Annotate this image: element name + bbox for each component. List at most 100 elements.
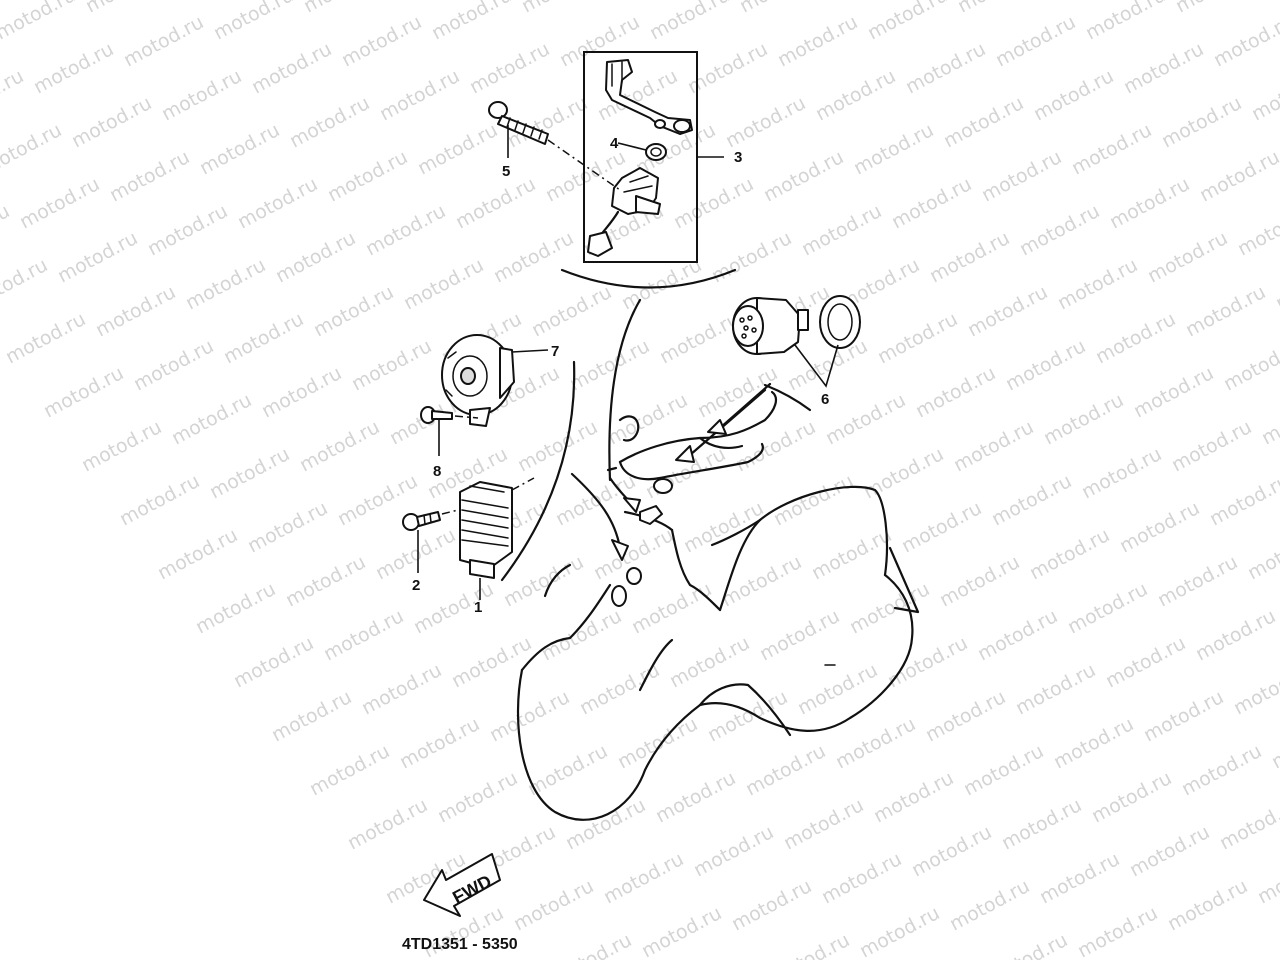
horn-part-7 <box>441 334 549 427</box>
watermark-text: motod.ru <box>258 362 345 422</box>
watermark-text: motod.ru <box>510 875 597 935</box>
watermark-text: motod.ru <box>818 848 905 908</box>
watermark-text: motod.ru <box>448 632 535 692</box>
watermark-text: motod.ru <box>1206 470 1280 530</box>
watermark-text: motod.ru <box>736 0 823 17</box>
arc-lines <box>500 268 812 582</box>
watermark-text: motod.ru <box>1064 578 1151 638</box>
motorcycle-outline <box>516 390 920 821</box>
watermark-text: motod.ru <box>870 767 957 827</box>
watermark-text: motod.ru <box>338 11 425 71</box>
watermark-text: motod.ru <box>68 92 155 152</box>
watermark-text: motod.ru <box>566 335 653 395</box>
watermark-text: motod.ru <box>628 578 715 638</box>
watermark-text: motod.ru <box>856 902 943 960</box>
watermark-text: motod.ru <box>0 200 13 260</box>
watermark-text: motod.ru <box>282 551 369 611</box>
watermark-text: motod.ru <box>1016 200 1103 260</box>
watermark-text: motod.ru <box>614 713 701 773</box>
watermark-text: motod.ru <box>1144 227 1231 287</box>
watermark-text: motod.ru <box>704 686 791 746</box>
watermark-text: motod.ru <box>656 308 743 368</box>
watermark-text: motod.ru <box>1002 335 1089 395</box>
watermark-text: motod.ru <box>718 551 805 611</box>
watermark-text: motod.ru <box>486 686 573 746</box>
watermark-text: motod.ru <box>344 794 431 854</box>
watermark-text: motod.ru <box>196 119 283 179</box>
watermark-text: motod.ru <box>978 146 1065 206</box>
diagram-code: 4TD1351 - 5350 <box>402 936 518 953</box>
watermark-text: motod.ru <box>808 524 895 584</box>
watermark-text: motod.ru <box>1140 686 1227 746</box>
watermark-text: motod.ru <box>358 659 445 719</box>
watermark-text: motod.ru <box>320 605 407 665</box>
watermark-text: motod.ru <box>168 389 255 449</box>
watermark-text: motod.ru <box>992 11 1079 71</box>
watermark-text: motod.ru <box>1178 740 1265 800</box>
watermark-text: motod.ru <box>812 65 899 125</box>
watermark-text: motod.ru <box>452 173 539 233</box>
callout-1: 1 <box>474 599 482 616</box>
watermark-text: motod.ru <box>1258 389 1280 449</box>
watermark-text: motod.ru <box>1092 308 1179 368</box>
watermark-text: motod.ru <box>964 281 1051 341</box>
watermark-text: motod.ru <box>1234 200 1280 260</box>
watermark-text: motod.ru <box>974 605 1061 665</box>
watermark-text: motod.ru <box>1126 821 1213 881</box>
watermark-text: motod.ru <box>770 470 857 530</box>
watermark-text: motod.ru <box>182 254 269 314</box>
watermark-text: motod.ru <box>230 632 317 692</box>
watermark-text: motod.ru <box>732 416 819 476</box>
watermark-text: motod.ru <box>556 11 643 71</box>
watermark-text: motod.ru <box>1196 146 1280 206</box>
watermark-text: motod.ru <box>548 929 635 960</box>
watermark-text: motod.ru <box>998 794 1085 854</box>
watermark-text: motod.ru <box>600 848 687 908</box>
watermark-text: motod.ru <box>1074 902 1161 960</box>
watermark-text: motod.ru <box>864 0 951 44</box>
watermark-text: motod.ru <box>1102 632 1189 692</box>
watermark-text: motod.ru <box>898 497 985 557</box>
callout-6: 6 <box>821 391 829 408</box>
watermark-text: motod.ru <box>206 443 293 503</box>
watermark-text: motod.ru <box>1268 713 1280 773</box>
watermark-text: motod.ru <box>1154 551 1241 611</box>
callout-3: 3 <box>734 149 742 166</box>
watermark-text: motod.ru <box>936 551 1023 611</box>
bolt-part-5 <box>488 101 621 191</box>
rectifier-regulator-part-1 <box>459 477 535 600</box>
watermark-text: motod.ru <box>780 794 867 854</box>
watermark-text: motod.ru <box>908 821 995 881</box>
watermark-text: motod.ru <box>528 281 615 341</box>
watermark-text: motod.ru <box>210 0 297 44</box>
watermark-text: motod.ru <box>912 362 999 422</box>
watermark-text: motod.ru <box>1244 524 1280 584</box>
watermark-text: motod.ru <box>960 740 1047 800</box>
watermark-text: motod.ru <box>248 38 335 98</box>
watermark-text: motod.ru <box>922 686 1009 746</box>
watermark-text: motod.ru <box>1130 362 1217 422</box>
watermark-text: motod.ru <box>434 767 521 827</box>
watermark-text: motod.ru <box>490 227 577 287</box>
watermark-text: motod.ru <box>0 119 65 179</box>
watermark-text: motod.ru <box>2 308 89 368</box>
watermark-text: motod.ru <box>1120 38 1207 98</box>
watermark-text: motod.ru <box>396 713 483 773</box>
watermark-text: motod.ru <box>954 0 1041 17</box>
watermark-text: motod.ru <box>400 254 487 314</box>
watermark-text: motod.ru <box>324 146 411 206</box>
watermark-text: motod.ru <box>0 65 27 125</box>
watermark-text: motod.ru <box>286 92 373 152</box>
watermark-text: motod.ru <box>296 416 383 476</box>
watermark-text: motod.ru <box>362 200 449 260</box>
watermark-text: motod.ru <box>1182 281 1269 341</box>
watermark-text: motod.ru <box>638 902 725 960</box>
watermark-text: motod.ru <box>742 740 829 800</box>
watermark-text: motod.ru <box>0 0 79 44</box>
watermark-text: motod.ru <box>670 173 757 233</box>
watermark-text: motod.ru <box>988 470 1075 530</box>
callout-labels: 1 2 3 4 5 6 7 8 <box>412 135 829 616</box>
watermark-text: motod.ru <box>926 227 1013 287</box>
